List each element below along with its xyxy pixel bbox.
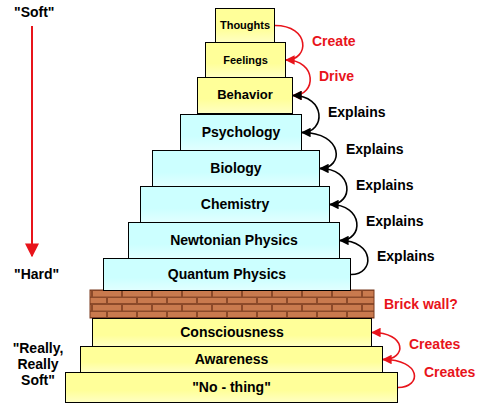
arrow-label: Explains bbox=[356, 178, 414, 193]
feeling-box: Feelings bbox=[205, 42, 286, 78]
behavior-box: Behavior bbox=[197, 77, 293, 114]
box-text: Thoughts bbox=[220, 19, 270, 31]
arrow-label: Explains bbox=[377, 249, 435, 264]
scale-label: "Really, Really Soft" bbox=[2, 340, 74, 388]
box-text: Chemistry bbox=[201, 197, 269, 212]
soft-hard-arrow bbox=[31, 26, 33, 256]
science-box: Biology bbox=[152, 150, 320, 187]
arrow-label: Explains bbox=[328, 105, 386, 120]
box-text: Behavior bbox=[217, 88, 273, 102]
box-text: Psychology bbox=[202, 125, 281, 140]
arrow-label: Explains bbox=[346, 142, 404, 157]
box-text: Newtonian Physics bbox=[170, 233, 298, 248]
box-text: Quantum Physics bbox=[168, 267, 286, 282]
science-box: Newtonian Physics bbox=[128, 222, 340, 259]
wall-question: Brick wall? bbox=[384, 296, 458, 312]
soft-level-box: Awareness bbox=[80, 346, 383, 373]
soft-level-box: "No - thing" bbox=[65, 372, 398, 403]
arrow-label: Creates bbox=[409, 337, 460, 352]
arrow-label: Explains bbox=[366, 214, 424, 229]
arrow-label: Drive bbox=[319, 69, 354, 84]
science-box: Chemistry bbox=[140, 186, 330, 223]
science-box: Quantum Physics bbox=[103, 258, 351, 291]
thought-box: Thoughts bbox=[215, 8, 275, 43]
scale-label: "Hard" bbox=[14, 266, 59, 282]
box-text: "No - thing" bbox=[192, 380, 271, 395]
box-text: Awareness bbox=[195, 352, 269, 367]
box-text: Feelings bbox=[223, 54, 268, 66]
brick-wall bbox=[90, 290, 374, 318]
arrow-label: Creates bbox=[424, 365, 475, 380]
box-text: Biology bbox=[210, 161, 261, 176]
scale-label: "Soft" bbox=[14, 4, 55, 20]
arrow-label: Create bbox=[312, 34, 356, 49]
soft-level-box: Consciousness bbox=[92, 318, 372, 347]
box-text: Consciousness bbox=[180, 325, 283, 340]
science-box: Psychology bbox=[180, 114, 302, 151]
